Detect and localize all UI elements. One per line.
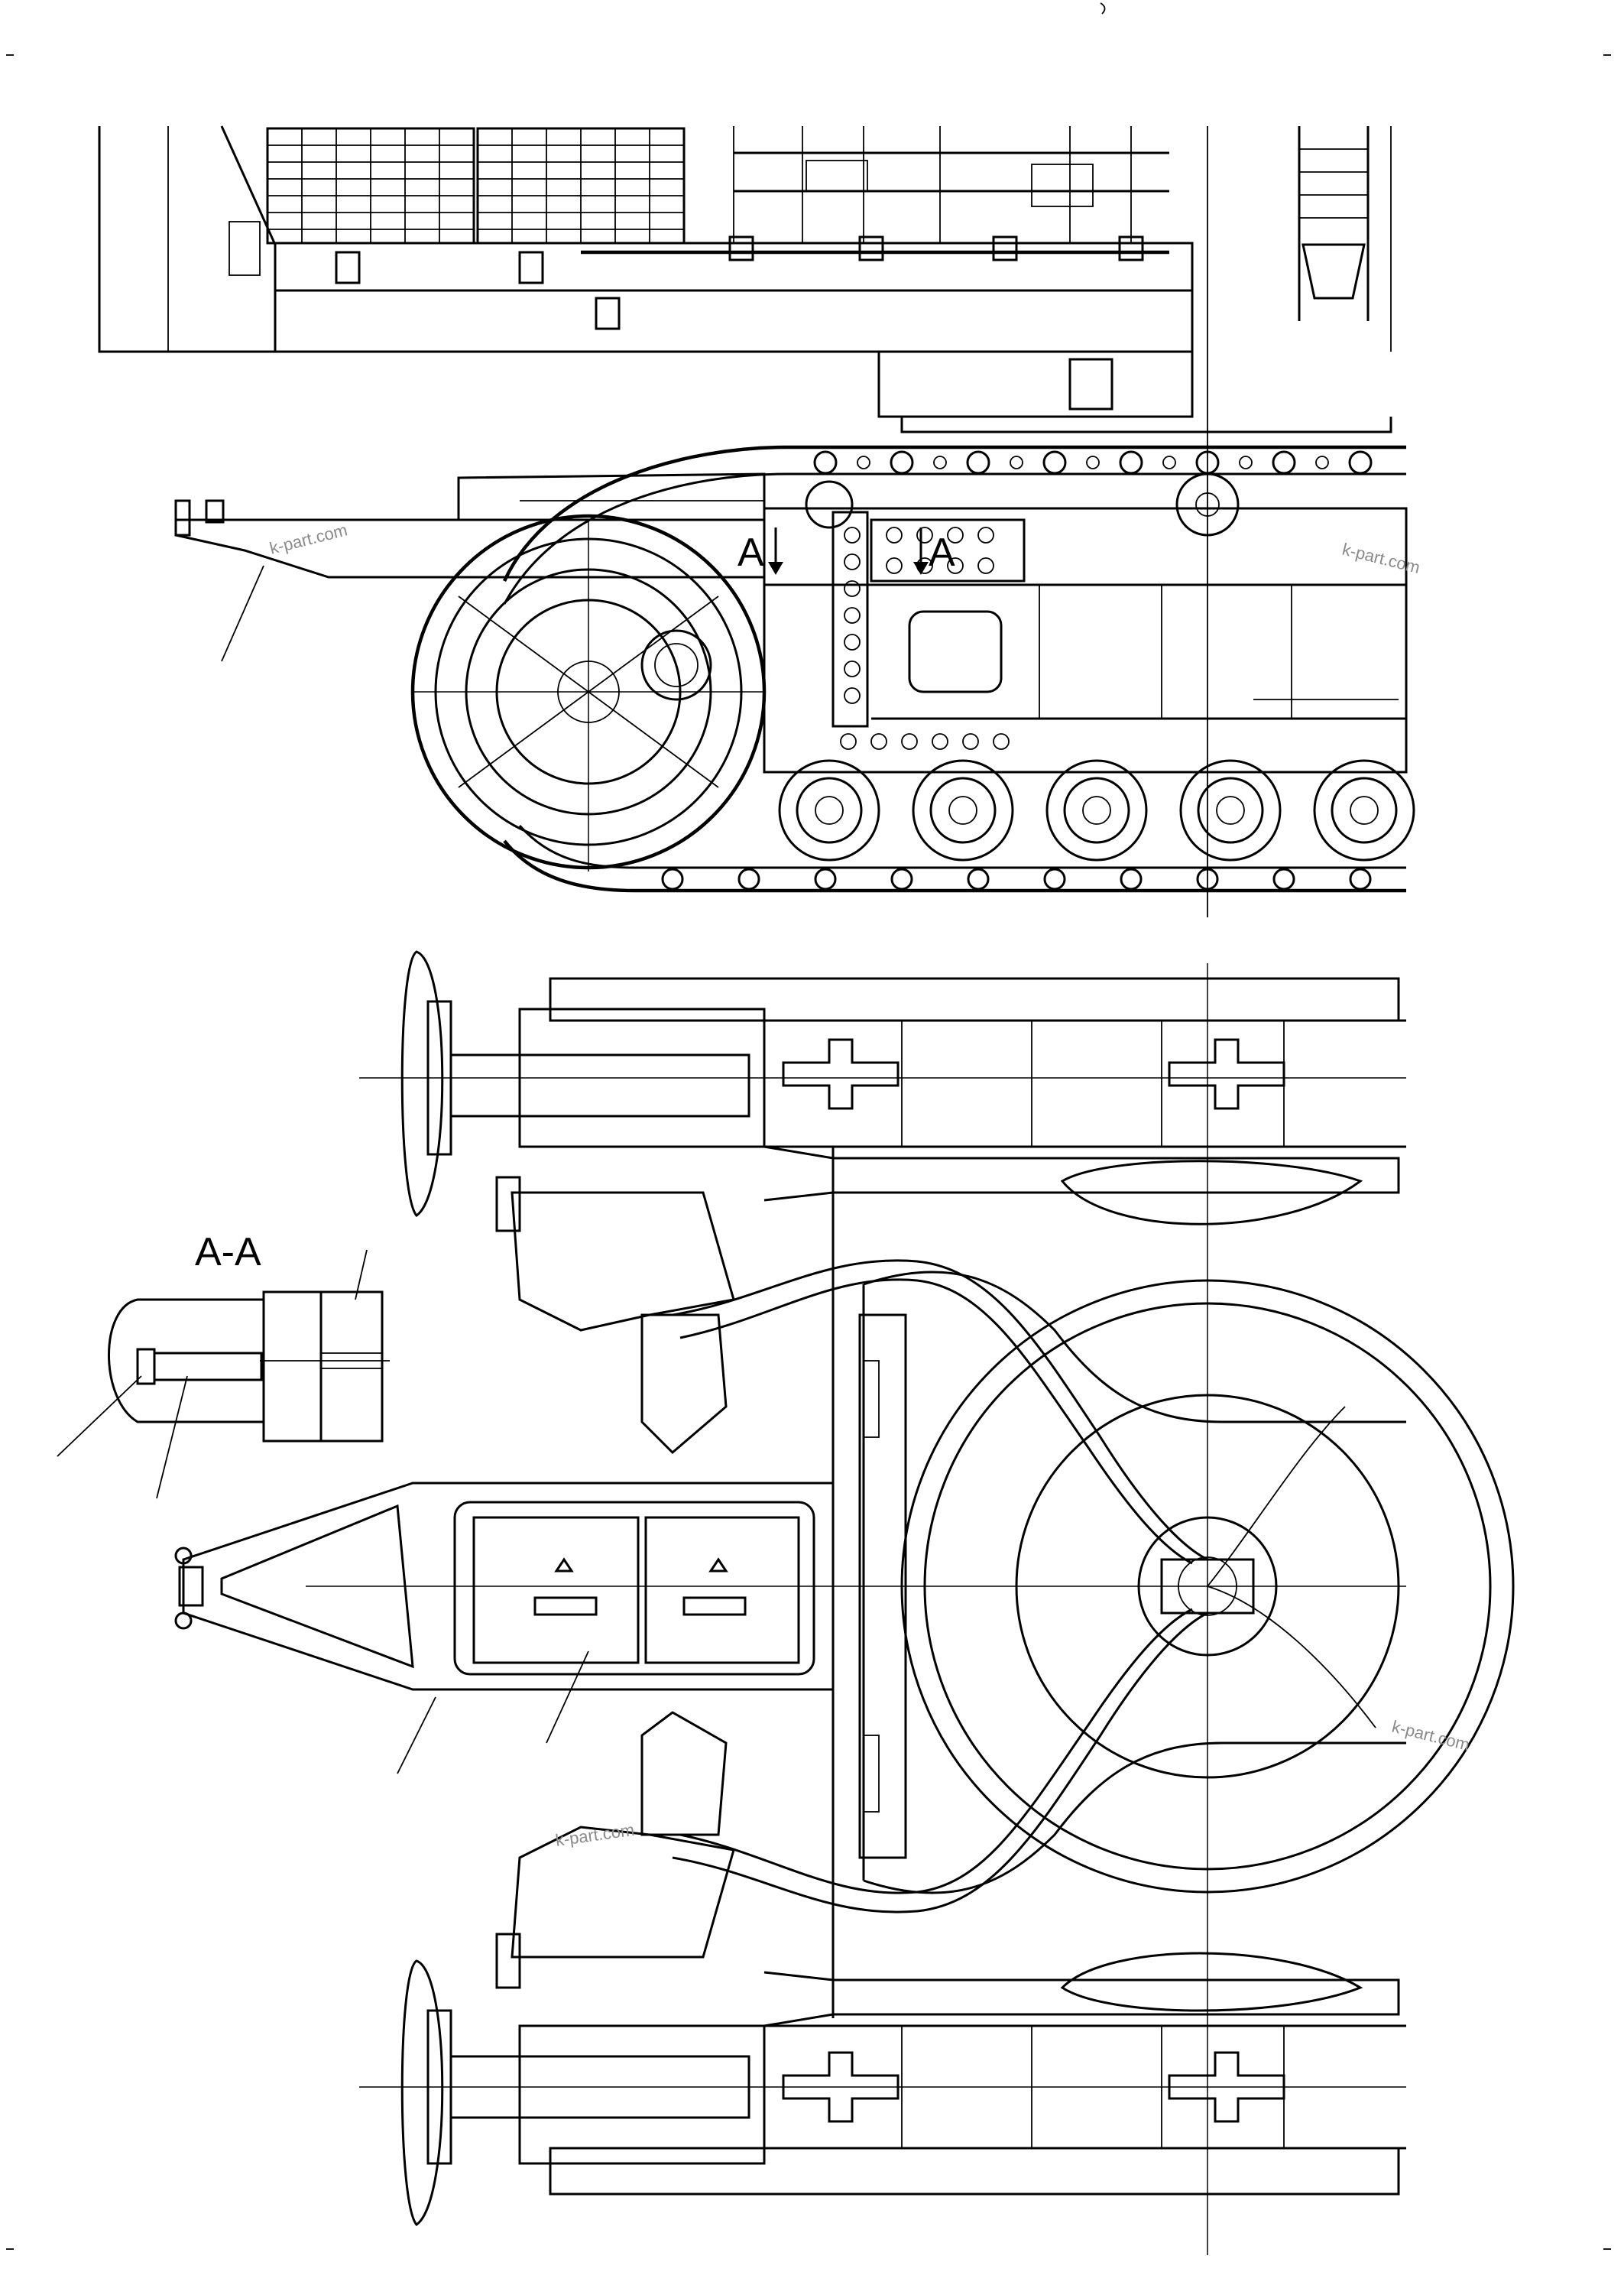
section-marker-a: A A [737,527,955,575]
watermark-text: k-part.com [554,1820,635,1850]
section-a-a-detail: A-A [57,1230,390,1499]
travel-gearbox-lower [495,1711,735,1989]
slew-ring [900,1279,1515,1894]
crawler-top-view [174,950,1515,2255]
hydraulic-hose-bundle [672,1259,1376,1913]
crawler-side-view: A A [174,445,1415,893]
watermark-text: k-part.com [267,520,349,557]
front-tow-frame [174,1482,835,1691]
upper-house-side-view [98,125,1392,917]
lower-track-assembly [400,1952,1406,2227]
section-arrow-label-left: A [737,531,764,575]
watermark-text: k-part.com [1390,1717,1472,1754]
upper-track-assembly [400,950,1406,1225]
drive-sprocket [410,514,767,871]
travel-gearbox-upper [495,1176,735,1455]
access-ladder [1298,126,1370,321]
section-title: A-A [195,1230,261,1274]
section-arrow-label-right: A [929,531,955,575]
leader-line [221,565,264,662]
electrical-cabinet [453,1501,815,1676]
car-body [831,1147,1406,2018]
track-links-bottom [661,868,1372,891]
page-corner-marks [6,2,1611,2250]
track-rollers [778,759,1415,862]
track-links-top [813,450,1373,475]
radiator-grille [266,127,686,245]
watermark-text: k-part.com [1340,540,1422,577]
